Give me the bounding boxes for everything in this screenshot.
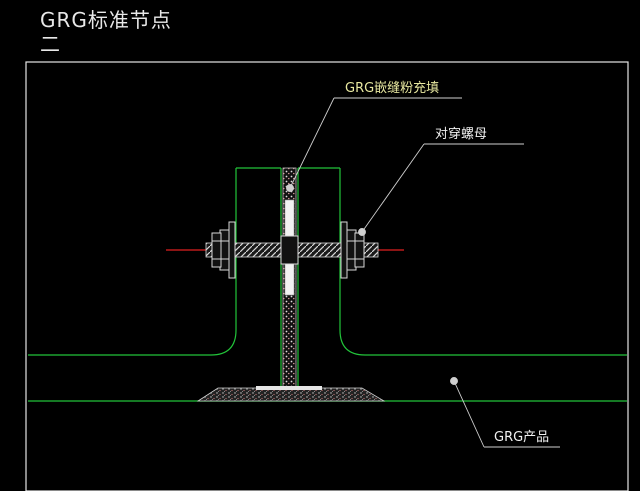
right-nut-assembly (340, 221, 365, 279)
grg-panel-outline (28, 167, 627, 402)
nut-leader (358, 143, 524, 236)
diagram-title: GRG标准节点 二 (40, 8, 172, 56)
filler-label: GRG嵌缝粉充填 (345, 80, 439, 96)
title-line-2: 二 (40, 32, 61, 56)
nut-label: 对穿螺母 (435, 126, 487, 142)
base-plate (256, 386, 322, 390)
title-line-1: GRG标准节点 (40, 8, 172, 32)
product-label: GRG产品 (494, 430, 549, 445)
base-filler-pad (196, 387, 386, 402)
drawing-frame (25, 61, 629, 491)
center-nut (280, 235, 299, 265)
left-nut-assembly (211, 221, 236, 279)
filler-leader (286, 97, 462, 192)
product-leader (450, 377, 560, 448)
